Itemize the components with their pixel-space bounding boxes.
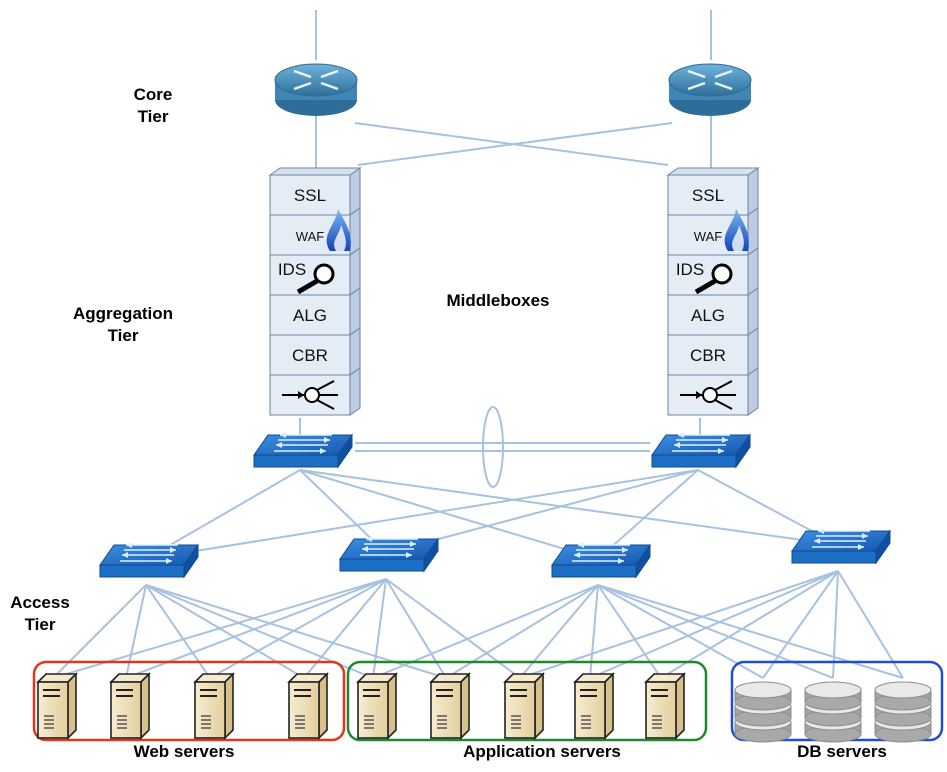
magnifier-icon: [711, 263, 733, 285]
access-tier-label-line2: Tier: [24, 615, 56, 634]
middlebox-label-alg: ALG: [691, 306, 725, 325]
network-link: [299, 469, 599, 560]
middlebox-label-ssl: SSL: [294, 186, 326, 205]
network-link: [832, 570, 839, 679]
network-link: [762, 570, 839, 679]
magnifier-icon: [313, 263, 335, 285]
access-switch-icon: [551, 542, 651, 579]
server-group-boxes: [32, 660, 944, 742]
aggregation-tier-label: Aggregation Tier: [48, 303, 198, 347]
middlebox-cell: [269, 254, 351, 296]
aggregation-switch-icon: [651, 432, 751, 469]
database-icon: [874, 681, 932, 743]
network-link: [145, 584, 447, 679]
network-link: [145, 469, 301, 560]
server-icon: [287, 672, 329, 740]
core-tier-label-line1: Core: [133, 85, 173, 104]
web-servers-label: Web servers: [133, 742, 235, 761]
middlebox-label-ids: IDS: [676, 260, 704, 279]
server-icon: [429, 672, 471, 740]
database-icon: [804, 681, 862, 743]
network-devices: SSL WAF IDS ALG CBR SSL WAF IDS ALG CBR: [36, 63, 932, 743]
link-aggregation-ellipse: [482, 406, 504, 488]
network-link: [357, 122, 673, 166]
server-icon: [36, 672, 78, 740]
network-link: [597, 469, 699, 560]
web-servers-group-box: [32, 660, 346, 742]
middlebox-label-alg: ALG: [293, 306, 327, 325]
core-tier-label: Core Tier: [108, 84, 198, 128]
network-link: [445, 584, 599, 679]
network-link: [145, 469, 699, 560]
middlebox-label-ssl: SSL: [692, 186, 724, 205]
server-icon: [503, 672, 545, 740]
network-link: [299, 469, 839, 546]
access-tier-label-line1: Access: [10, 593, 70, 612]
network-link: [597, 584, 834, 679]
middlebox-cell: [269, 334, 351, 376]
network-link: [660, 570, 839, 679]
middlebox-cell: [269, 294, 351, 336]
router-icon: [274, 63, 358, 116]
middlebox-label-cbr: CBR: [292, 346, 328, 365]
middlebox-cell: [667, 254, 749, 296]
middlebox-cell: [667, 334, 749, 376]
middlebox-stack-right: SSL WAF IDS ALG CBR: [666, 167, 760, 416]
network-link: [589, 570, 839, 679]
middlebox-cell: [269, 174, 351, 216]
router-icon: [668, 63, 752, 116]
middleboxes-label: Middleboxes: [446, 291, 550, 310]
server-icon: [193, 672, 235, 740]
network-link: [125, 584, 147, 679]
network-link: [837, 570, 904, 679]
access-tier-label: Access Tier: [0, 592, 80, 636]
network-link: [589, 584, 599, 679]
server-icon: [644, 672, 686, 740]
middlebox-label-ids: IDS: [278, 260, 306, 279]
middlebox-label-cbr: CBR: [690, 346, 726, 365]
aggregation-tier-label-line1: Aggregation: [72, 304, 174, 323]
access-switch-icon: [99, 542, 199, 579]
server-icon: [356, 672, 398, 740]
aggregation-switch-icon: [253, 432, 353, 469]
aggregation-tier-label-line2: Tier: [107, 326, 139, 345]
db-servers-label: DB servers: [797, 742, 887, 761]
server-icon: [109, 672, 151, 740]
access-switch-icon: [339, 536, 439, 573]
core-tier-label-line2: Tier: [137, 107, 169, 126]
middlebox-label-waf: WAF: [694, 229, 722, 244]
network-link: [145, 584, 305, 679]
middlebox-stack-left: SSL WAF IDS ALG CBR: [268, 167, 362, 416]
network-link: [597, 584, 764, 679]
database-icon: [734, 681, 792, 743]
application-servers-group-box: [346, 660, 708, 742]
network-link: [597, 584, 662, 679]
network-link: [519, 570, 839, 679]
network-link: [597, 584, 904, 679]
application-servers-label: Application servers: [463, 742, 621, 761]
access-switch-icon: [791, 528, 891, 565]
middlebox-label-waf: WAF: [296, 229, 324, 244]
server-icon: [573, 672, 615, 740]
